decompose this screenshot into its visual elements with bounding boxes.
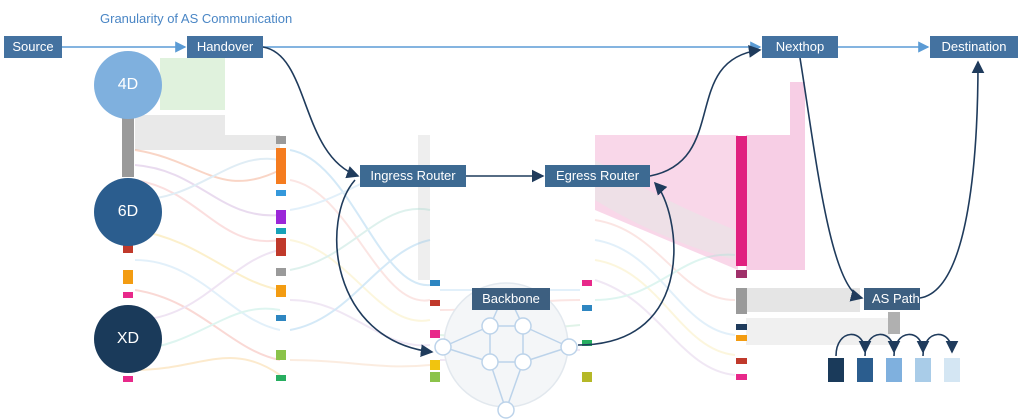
nexthop-node: Nexthop bbox=[762, 36, 838, 58]
bar-col3-red bbox=[430, 300, 440, 306]
bar-col2-red bbox=[276, 238, 286, 256]
ingress-router-node: Ingress Router bbox=[360, 165, 466, 187]
band-gray-top bbox=[135, 115, 280, 150]
backbone-node-label: Backbone bbox=[472, 288, 550, 310]
bar-col2-gray bbox=[276, 136, 286, 144]
diagram-title: Granularity of AS Communication bbox=[100, 11, 293, 26]
bar-col2-cyan bbox=[276, 228, 286, 234]
backbone-node bbox=[481, 317, 499, 335]
bar-col2-green bbox=[276, 350, 286, 360]
backbone-network bbox=[434, 282, 578, 419]
band-right-block bbox=[418, 135, 430, 280]
bar-col5-darkpink bbox=[736, 270, 747, 278]
bar-col2-orange bbox=[276, 148, 286, 184]
bar-col2-blue2 bbox=[276, 315, 286, 321]
bar-col3-yellow bbox=[430, 360, 440, 370]
destination-node: Destination bbox=[930, 36, 1018, 58]
bar-col3-green bbox=[430, 372, 440, 382]
band-gray-aspath bbox=[746, 288, 860, 312]
circle-4d bbox=[94, 51, 162, 119]
bar-col4-green bbox=[582, 340, 592, 346]
as-path-node: AS Path bbox=[864, 288, 920, 310]
band-pink-right bbox=[746, 82, 805, 270]
egress-router-node: Egress Router bbox=[545, 165, 650, 187]
backbone-node bbox=[434, 338, 452, 356]
circle-6d bbox=[94, 178, 162, 246]
bar-aspath-gray bbox=[888, 312, 900, 334]
bar-col5-magenta2 bbox=[736, 374, 747, 380]
level-6d-label: 6D bbox=[117, 203, 139, 220]
bar-col1-magenta bbox=[123, 376, 133, 382]
bar-col1-pink bbox=[123, 292, 133, 298]
column-bars bbox=[122, 115, 900, 382]
bar-col3-pink bbox=[430, 330, 440, 338]
bar-col2-green2 bbox=[276, 375, 286, 381]
backbone-node bbox=[514, 353, 532, 371]
bar-col2-orange2 bbox=[276, 285, 286, 297]
bar-col5-red bbox=[736, 358, 747, 364]
bar-col4-pink bbox=[582, 280, 592, 286]
bar-col2-purple bbox=[276, 210, 286, 224]
bar-col1-red bbox=[123, 245, 133, 253]
backbone-node bbox=[560, 338, 578, 356]
circle-xd bbox=[94, 305, 162, 373]
backbone-node bbox=[481, 353, 499, 371]
handover-node: Handover bbox=[187, 36, 263, 58]
bar-col3-blue bbox=[430, 280, 440, 286]
backbone-node bbox=[514, 317, 532, 335]
bar-col4-olive bbox=[582, 372, 592, 382]
band-4d-green bbox=[160, 58, 225, 110]
bar-col4-blue bbox=[582, 305, 592, 311]
bar-col1-orange bbox=[123, 270, 133, 284]
bar-col5-orange bbox=[736, 335, 747, 341]
bar-col2-blue bbox=[276, 190, 286, 196]
source-node: Source bbox=[4, 36, 62, 58]
bar-col2-gray2 bbox=[276, 268, 286, 276]
level-4d-label: 4D bbox=[117, 76, 139, 93]
band-gray-lower bbox=[746, 318, 890, 345]
bar-col5-magenta bbox=[736, 136, 747, 266]
bar-4d-6d-gray bbox=[122, 115, 134, 177]
dark-arrows bbox=[262, 45, 985, 358]
backbone-node bbox=[497, 401, 515, 419]
bar-col5-navy bbox=[736, 324, 747, 330]
bar-col5-gray bbox=[736, 288, 747, 314]
as-path-sequence-icon bbox=[828, 333, 960, 382]
level-xd-label: XD bbox=[116, 330, 140, 347]
